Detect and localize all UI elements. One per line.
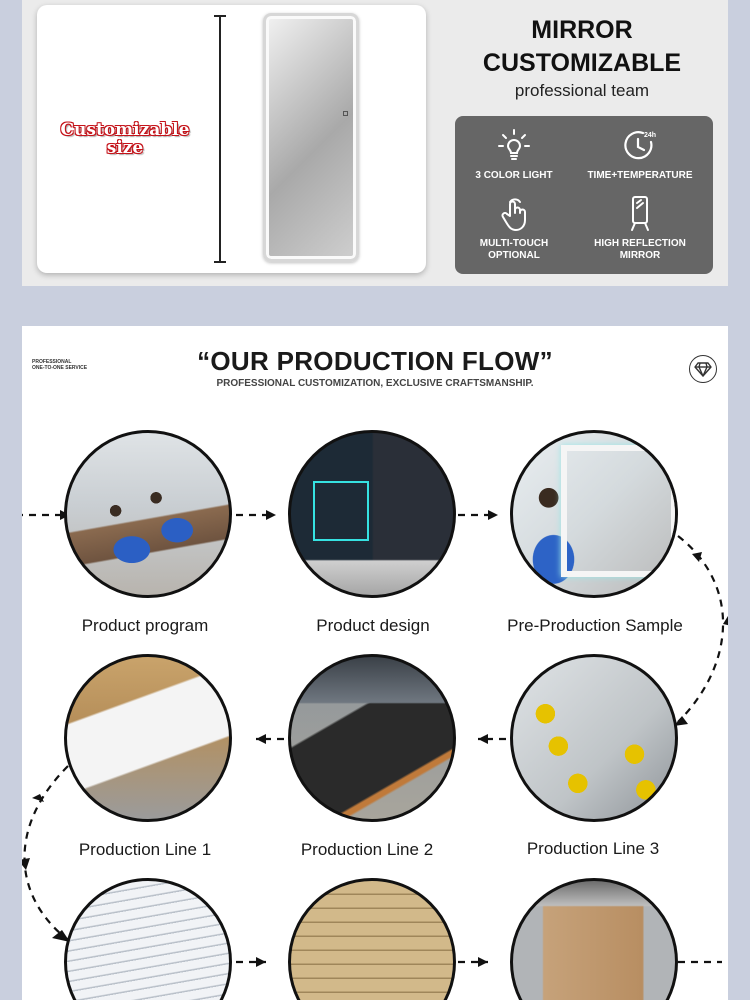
size-dimension-line xyxy=(214,15,226,263)
flow-title: “OUR PRODUCTION FLOW” xyxy=(197,346,553,376)
feature-color-light: 3 COLOR LIGHT xyxy=(455,126,573,182)
feature-label: 3 COLOR LIGHT xyxy=(475,170,553,181)
step-label: Product program xyxy=(81,616,209,635)
arrowhead xyxy=(723,616,728,626)
step-label: Production Line 2 xyxy=(300,840,434,859)
step-label: Production Line 1 xyxy=(78,840,212,859)
service-tag: PROFESSIONAL ONE-TO-ONE SERVICE xyxy=(32,359,87,371)
arrowhead xyxy=(692,552,702,562)
touch-hand-icon xyxy=(501,198,526,231)
standing-mirror-icon xyxy=(631,196,649,231)
flow-arrows xyxy=(22,510,728,967)
promo-title: MIRROR CUSTOMIZABLE xyxy=(482,16,682,77)
clock-24h-text: 24h xyxy=(644,132,656,139)
arrowhead xyxy=(22,858,30,870)
service-tag-line1: PROFESSIONAL xyxy=(32,359,72,365)
customizable-size-label: Customizable size xyxy=(60,120,190,158)
mirror-image xyxy=(263,13,359,262)
clock-24h-icon: 24h xyxy=(624,131,656,160)
feature-label: TIME+TEMPERATURE xyxy=(587,170,693,181)
feature-high-reflection: HIGH REFLECTION MIRROR xyxy=(581,194,699,262)
step-photo-packaging xyxy=(64,878,232,1000)
mirror-product-card: Customizable size xyxy=(37,5,426,273)
diamond-icon xyxy=(694,362,712,377)
feature-time-temperature: 24h TIME+TEMPERATURE xyxy=(581,128,699,182)
flow-subtitle: PROFESSIONAL CUSTOMIZATION, EXCLUSIVE CR… xyxy=(216,378,534,389)
step-photo-production-line-3 xyxy=(510,654,678,822)
step-photo-pre-production-sample xyxy=(510,430,678,598)
arrowhead xyxy=(256,957,266,967)
step-photo-boxed-goods xyxy=(288,878,456,1000)
diamond-badge xyxy=(689,355,717,383)
feature-panel: 3 COLOR LIGHT 24h TIME+TEMPERATURE MULTI… xyxy=(455,116,713,274)
arrowhead xyxy=(32,794,44,802)
feature-label: HIGH REFLECTION MIRROR xyxy=(594,238,686,261)
feature-label: MULTI-TOUCH OPTIONAL xyxy=(479,238,549,261)
arrowhead xyxy=(488,510,498,520)
arrowhead xyxy=(478,957,488,967)
step-photo-product-program xyxy=(64,430,232,598)
feature-multi-touch: MULTI-TOUCH OPTIONAL xyxy=(455,194,573,262)
step-label: Production Line 3 xyxy=(526,839,660,858)
arrowhead xyxy=(256,734,266,744)
step-photo-production-line-2 xyxy=(288,654,456,822)
bulb-icon xyxy=(498,129,530,160)
arrowhead xyxy=(266,510,276,520)
step-label: Pre-Production Sample xyxy=(507,616,683,635)
arrowhead xyxy=(478,734,488,744)
mirror-promo-banner: Customizable size MIRROR CUSTOMIZABLE pr… xyxy=(22,0,728,286)
production-flow-panel: PROFESSIONAL ONE-TO-ONE SERVICE “OUR PRO… xyxy=(22,326,728,1000)
step-label: Product design xyxy=(316,616,430,635)
service-tag-line2: ONE-TO-ONE SERVICE xyxy=(32,365,88,371)
touch-switch-icon xyxy=(343,111,348,116)
promo-subtitle: professional team xyxy=(514,81,650,100)
arrowhead xyxy=(674,716,688,726)
arrowhead xyxy=(52,930,70,942)
step-photo-production-line-1 xyxy=(64,654,232,822)
step-photo-product-design xyxy=(288,430,456,598)
